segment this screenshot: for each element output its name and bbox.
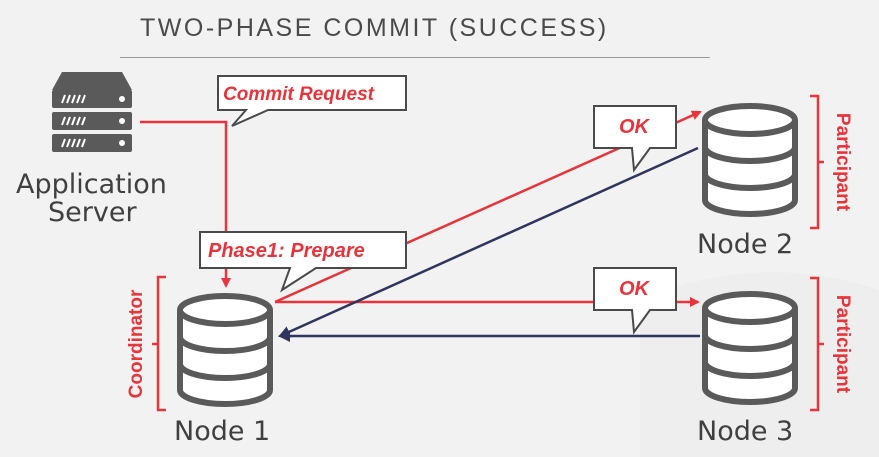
database-node1-icon [177,293,273,407]
ok-node2-callout-text: OK [619,116,649,138]
ok-node3-callout-text: OK [619,278,649,300]
phase1-callout-bubble [199,231,407,293]
database-node3-icon [702,291,798,405]
ok-node3-callout-bubble [593,267,677,335]
node1-label: Node 1 [174,416,271,447]
title-divider [120,57,710,58]
coordinator-label: Coordinator [126,289,147,399]
ok-node2-callout-bubble [593,105,677,173]
participant-bottom-label: Participant [832,294,853,394]
commit-request-callout-bubble [217,75,407,127]
participant-top-bracket [810,94,824,230]
server-rack-icon [52,72,132,152]
database-node2-icon [702,103,798,217]
slide-title: TWO-PHASE COMMIT (SUCCESS) [140,14,609,42]
commit-request-callout-text: Commit Request [223,84,374,105]
app-server-label-line2: Server [48,197,137,228]
phase1-callout-text: Phase1: Prepare [208,240,365,262]
app-server-label-line1: Application [16,169,167,200]
participant-bottom-bracket [810,276,824,412]
node2-label: Node 2 [697,229,794,260]
participant-top-label: Participant [832,112,853,212]
coordinator-bracket [152,275,166,412]
node3-label: Node 3 [697,416,794,447]
ok-arrow-node2 [278,146,699,338]
